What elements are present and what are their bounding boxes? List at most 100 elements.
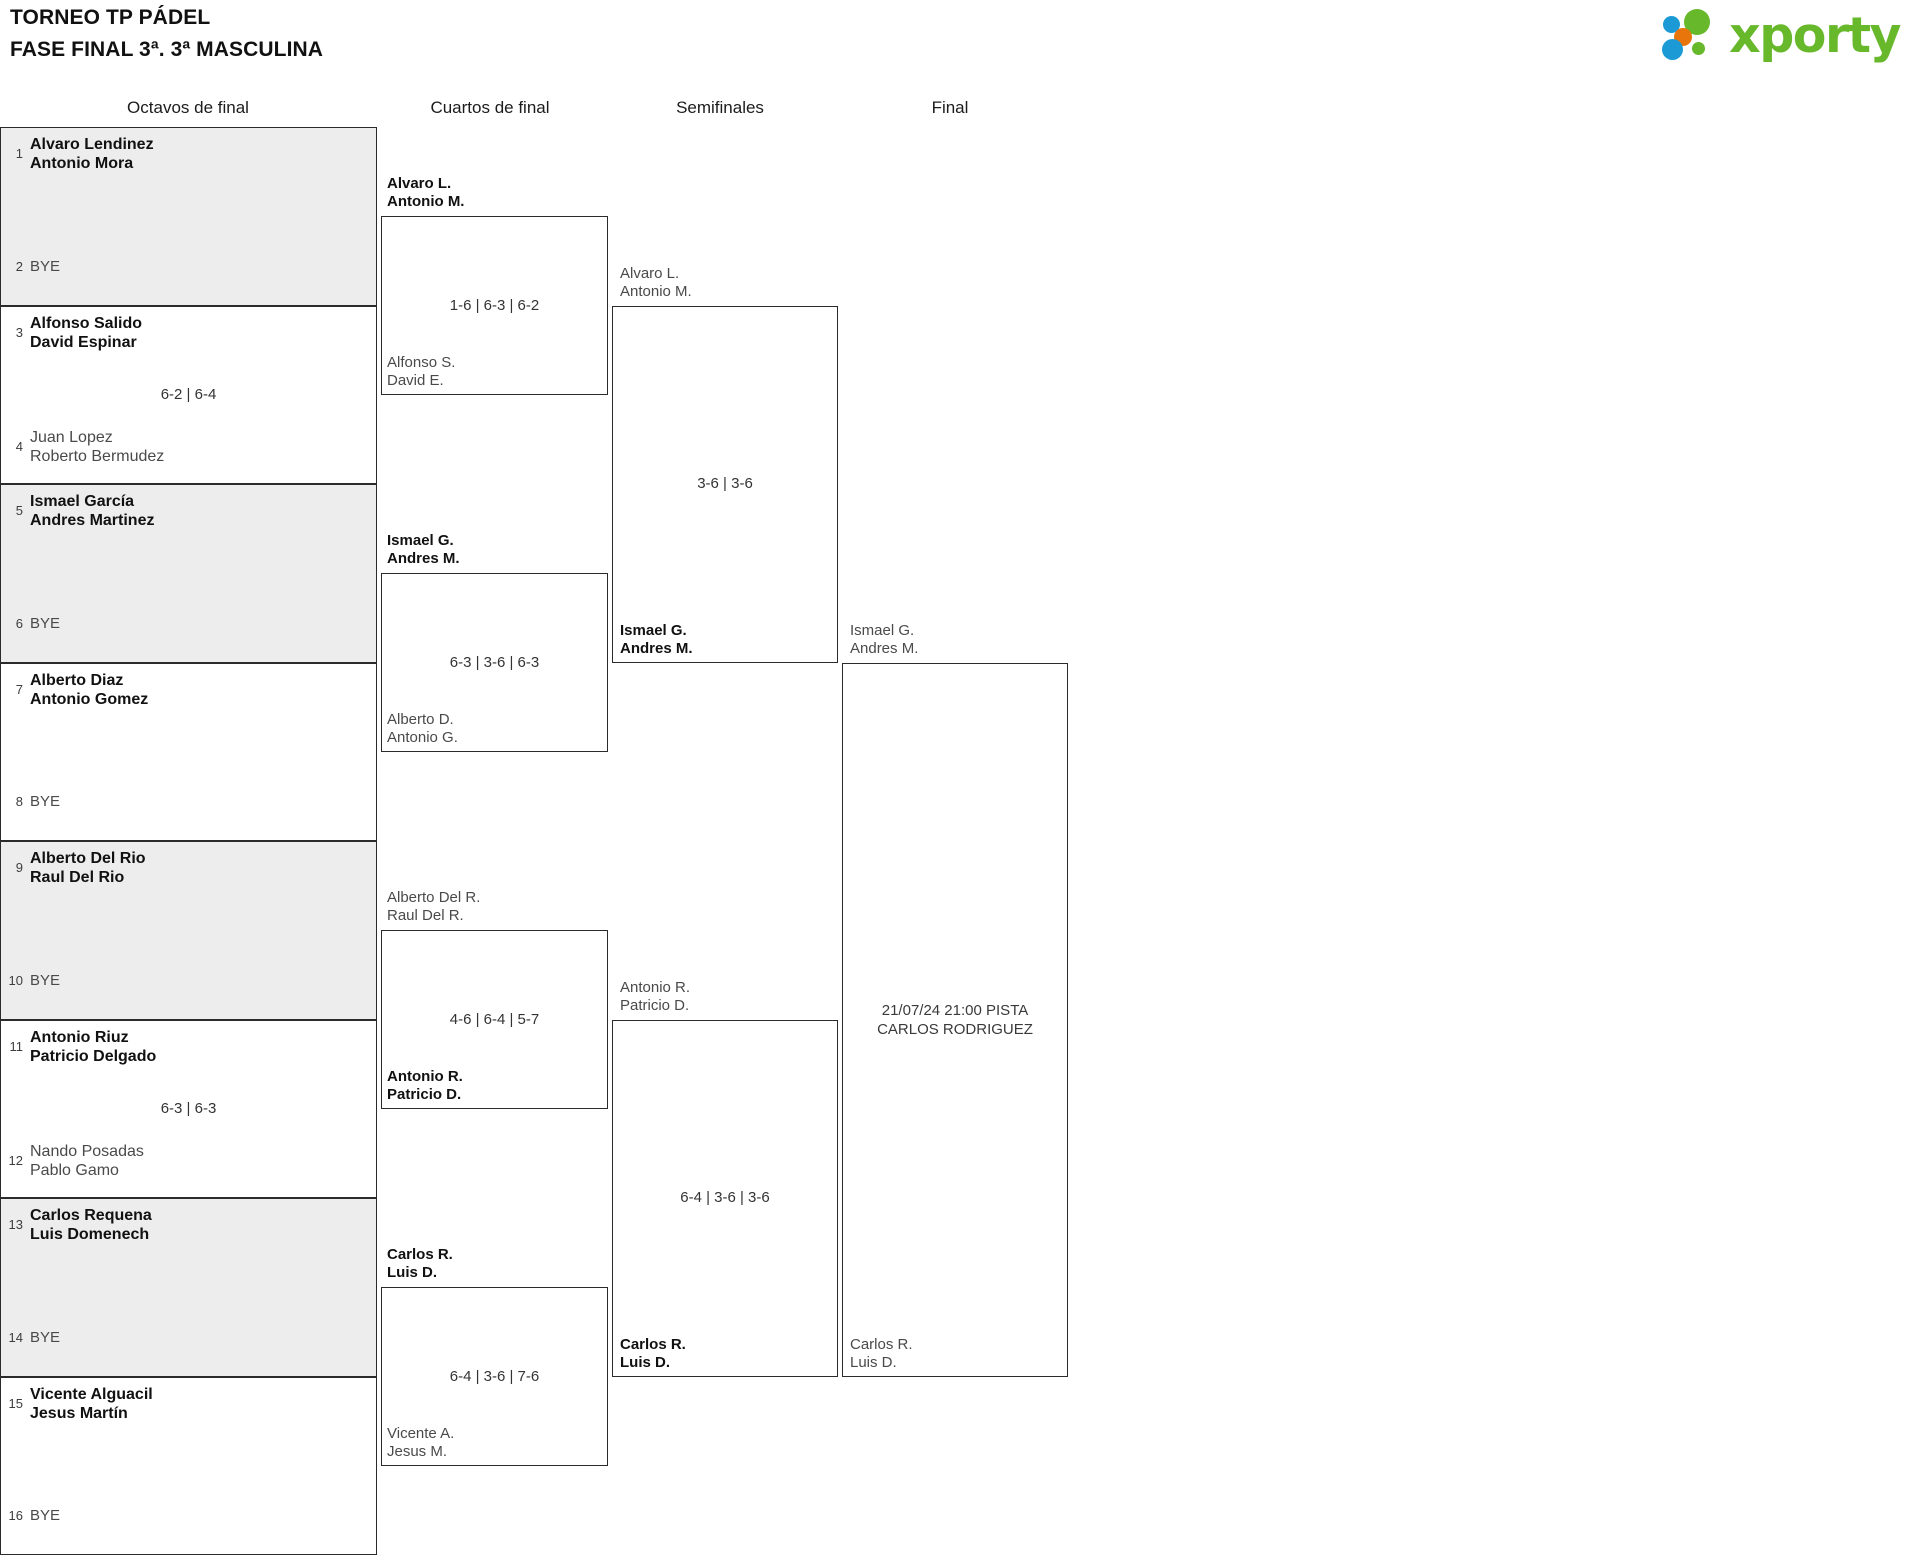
team-player-2: Luis D. bbox=[387, 1264, 453, 1282]
sf-team-bottom-1: Ismael G.Andres M. bbox=[620, 622, 693, 658]
team-player-2: Raul Del R. bbox=[387, 907, 480, 925]
r16-seed-16: 16 bbox=[8, 1499, 30, 1525]
team-player-2: Raul Del Rio bbox=[30, 868, 146, 887]
r16-team-bottom-7: BYE bbox=[30, 1321, 60, 1347]
qf-team-top-3: Alberto Del R.Raul Del R. bbox=[387, 889, 480, 925]
match-datetime: 21/07/24 21:00 PISTA bbox=[842, 1001, 1068, 1020]
qf-score-4: 6-4 | 3-6 | 7-6 bbox=[381, 1368, 608, 1385]
qf-team-top-1: Alvaro L.Antonio M. bbox=[387, 175, 464, 211]
r16-team-bottom-4: BYE bbox=[30, 785, 60, 811]
team-player-1: Alfonso Salido bbox=[30, 314, 142, 333]
r16-seed-14: 14 bbox=[8, 1321, 30, 1347]
team-player-1: Carlos R. bbox=[620, 1336, 686, 1354]
qf-team-bottom-1: Alfonso S.David E. bbox=[387, 354, 455, 390]
team-player-1: Nando Posadas bbox=[30, 1142, 144, 1161]
team-player-1: Vicente A. bbox=[387, 1425, 454, 1443]
f-team-top-1: Ismael G.Andres M. bbox=[850, 622, 918, 658]
r16-team-bottom-5: BYE bbox=[30, 964, 60, 990]
team-player-1: Ismael G. bbox=[387, 532, 460, 550]
sf-team-top-2: Antonio R.Patricio D. bbox=[620, 979, 690, 1015]
r16-seed-15: 15 bbox=[8, 1385, 30, 1413]
r16-seed-7: 7 bbox=[8, 671, 30, 699]
team-player-1: Ismael García bbox=[30, 492, 154, 511]
f-team-bottom-1: Carlos R.Luis D. bbox=[850, 1336, 913, 1372]
team-player-1: Juan Lopez bbox=[30, 428, 164, 447]
r16-team-bottom-1: BYE bbox=[30, 250, 60, 276]
qf-score-3: 4-6 | 6-4 | 5-7 bbox=[381, 1011, 608, 1028]
r16-seed-10: 10 bbox=[8, 964, 30, 990]
sf-score-1: 3-6 | 3-6 bbox=[612, 475, 838, 492]
qf-team-top-2: Ismael G.Andres M. bbox=[387, 532, 460, 568]
team-player-2: Luis D. bbox=[620, 1354, 686, 1372]
sf-score-2: 6-4 | 3-6 | 3-6 bbox=[612, 1189, 838, 1206]
team-player-2: David E. bbox=[387, 372, 455, 390]
r16-team-bottom-3: BYE bbox=[30, 607, 60, 633]
team-player-1: Alberto Del Rio bbox=[30, 849, 146, 868]
team-player-1: Alfonso S. bbox=[387, 354, 455, 372]
team-player-2: Antonio Gomez bbox=[30, 690, 148, 709]
team-player-2: Jesus M. bbox=[387, 1443, 454, 1461]
team-player-2: Andres M. bbox=[850, 640, 918, 658]
round-header-r16: Octavos de final bbox=[38, 98, 338, 118]
team-player-2: Patricio D. bbox=[387, 1086, 463, 1104]
team-player-1: Antonio R. bbox=[620, 979, 690, 997]
team-player-1: Ismael G. bbox=[850, 622, 918, 640]
team-player-2: Antonio Mora bbox=[30, 154, 154, 173]
team-player-2: Antonio M. bbox=[387, 193, 464, 211]
r16-team-bottom-8: BYE bbox=[30, 1499, 60, 1525]
r16-seed-13: 13 bbox=[8, 1206, 30, 1234]
team-player-1: Antonio R. bbox=[387, 1068, 463, 1086]
team-player-1: Ismael G. bbox=[620, 622, 693, 640]
team-player-1: Alberto D. bbox=[387, 711, 458, 729]
team-player-1: Vicente Alguacil bbox=[30, 1385, 153, 1404]
qf-score-2: 6-3 | 3-6 | 6-3 bbox=[381, 654, 608, 671]
round-header-f: Final bbox=[800, 98, 1100, 118]
team-player-1: Carlos Requena bbox=[30, 1206, 152, 1225]
team-player-2: Andres Martinez bbox=[30, 511, 154, 530]
team-player-2: Patricio D. bbox=[620, 997, 690, 1015]
team-player-1: Carlos R. bbox=[387, 1246, 453, 1264]
team-player-2: Patricio Delgado bbox=[30, 1047, 156, 1066]
team-player-1: Alvaro L. bbox=[387, 175, 464, 193]
r16-seed-9: 9 bbox=[8, 849, 30, 877]
team-player-2: Roberto Bermudez bbox=[30, 447, 164, 466]
qf-team-bottom-3: Antonio R.Patricio D. bbox=[387, 1068, 463, 1104]
team-player-1: Alvaro Lendinez bbox=[30, 135, 154, 154]
match-court: CARLOS RODRIGUEZ bbox=[842, 1020, 1068, 1039]
r16-score-6: 6-3 | 6-3 bbox=[40, 1100, 337, 1117]
sf-team-top-1: Alvaro L.Antonio M. bbox=[620, 265, 692, 301]
qf-team-bottom-4: Vicente A.Jesus M. bbox=[387, 1425, 454, 1461]
r16-score-2: 6-2 | 6-4 bbox=[40, 386, 337, 403]
qf-score-1: 1-6 | 6-3 | 6-2 bbox=[381, 297, 608, 314]
team-player-2: David Espinar bbox=[30, 333, 142, 352]
team-player-1: Alberto Diaz bbox=[30, 671, 148, 690]
team-player-2: Pablo Gamo bbox=[30, 1161, 144, 1180]
r16-seed-4: 4 bbox=[8, 428, 30, 456]
team-player-2: Luis D. bbox=[850, 1354, 913, 1372]
